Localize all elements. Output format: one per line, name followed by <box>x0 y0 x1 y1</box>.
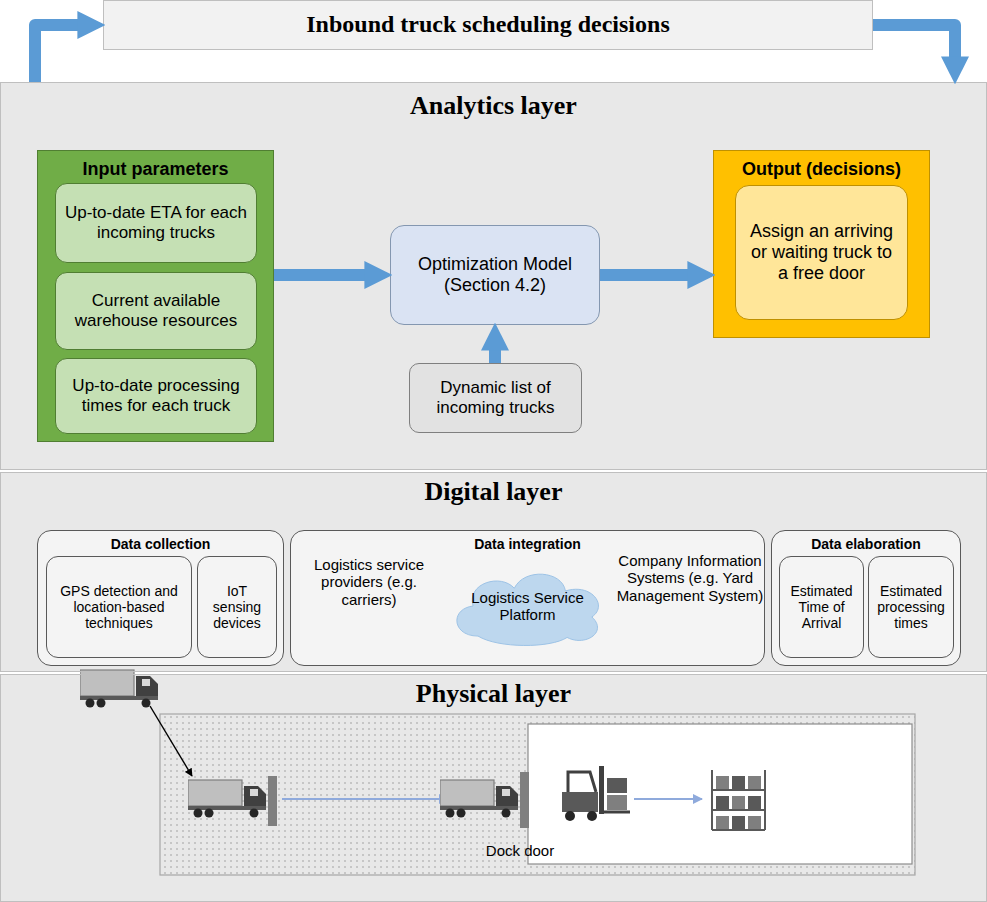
layer-band: Digital layerData collectionGPS detectio… <box>0 472 987 672</box>
system-label: Company Information Systems (e.g. Yard M… <box>616 552 764 604</box>
heading-text: Data collection <box>38 531 283 552</box>
input-group: Input parametersUp-to-date ETA for each … <box>37 150 274 442</box>
block-arrow <box>873 25 955 62</box>
box-text: Inbound truck scheduling decisions <box>306 11 669 39</box>
layer-band: Analytics layerInput parametersUp-to-dat… <box>0 82 987 470</box>
heading-text: Digital layer <box>1 473 986 507</box>
heading-text: Data elaboration <box>772 531 960 552</box>
data-box: Estimated Time of Arrival <box>779 556 864 658</box>
truck-icon <box>80 670 158 708</box>
heading-text: Output (decisions) <box>714 151 929 180</box>
decision-box: Assign an arriving or waiting truck to a… <box>735 185 908 320</box>
box-text: Dynamic list of incoming trucks <box>416 378 575 417</box>
box-text: Logistics Service Platform <box>468 589 588 624</box>
list-box: Dynamic list of incoming trucks <box>409 363 582 433</box>
box-text: Up-to-date processing times for each tru… <box>62 376 250 415</box>
block-arrow <box>35 25 83 82</box>
system-label: Logistics service providers (e.g. carrie… <box>294 556 444 608</box>
heading-text: Analytics layer <box>1 83 986 121</box>
yard-gate <box>268 776 277 826</box>
heading-text: Input parameters <box>38 151 273 180</box>
model-box: Optimization Model (Section 4.2) <box>390 225 600 325</box>
warehouse-building <box>528 724 912 864</box>
input-box: Up-to-date processing times for each tru… <box>55 358 257 434</box>
analytics-band-ground <box>0 82 987 470</box>
data-group: Data collectionGPS detection and locatio… <box>37 530 284 666</box>
shelf-icon <box>712 770 765 830</box>
data-box: Estimated processing times <box>868 556 954 658</box>
box-text: Optimization Model (Section 4.2) <box>399 254 591 295</box>
box-text: Estimated processing times <box>873 583 949 631</box>
block-arrow <box>274 269 370 281</box>
digital-band-ground <box>0 472 987 672</box>
physical-band-ground <box>0 674 987 902</box>
box-text: GPS detection and location-based techniq… <box>51 583 187 631</box>
data-group: Data elaborationEstimated Time of Arriva… <box>771 530 961 666</box>
box-text: Current available warehouse resources <box>62 291 250 330</box>
warehouse-yard <box>160 714 915 875</box>
block-arrow <box>600 269 693 281</box>
platform-cloud: Logistics Service Platform <box>445 565 610 647</box>
output-group: Output (decisions) Assign an arriving or … <box>713 150 930 338</box>
layer-band: Physical layer <box>0 674 987 902</box>
truck-icon <box>188 780 266 818</box>
box-text: IoT sensing devices <box>202 583 272 631</box>
block-arrow <box>489 345 501 363</box>
flow-arrow <box>282 798 448 800</box>
box-text: Assign an arriving or waiting truck to a… <box>744 221 899 283</box>
input-box: Up-to-date ETA for each incoming trucks <box>55 183 257 263</box>
box-text: Up-to-date ETA for each incoming trucks <box>62 203 250 242</box>
data-box: GPS detection and location-based techniq… <box>46 556 192 658</box>
input-box: Current available warehouse resources <box>55 272 257 350</box>
cloud-outline <box>457 574 599 645</box>
truck-icon <box>440 780 518 818</box>
top-banner: Inbound truck scheduling decisions <box>103 0 873 50</box>
heading-text: Physical layer <box>1 675 986 709</box>
arrival-arrow <box>150 706 192 776</box>
flow-arrow <box>634 798 702 800</box>
heading-text: Data integration <box>291 531 764 552</box>
box-text: Estimated Time of Arrival <box>784 583 859 631</box>
data-box: IoT sensing devices <box>197 556 277 658</box>
dock-door-symbol <box>520 772 529 828</box>
forklift-icon <box>562 766 630 821</box>
door-label: Dock door <box>460 842 580 859</box>
